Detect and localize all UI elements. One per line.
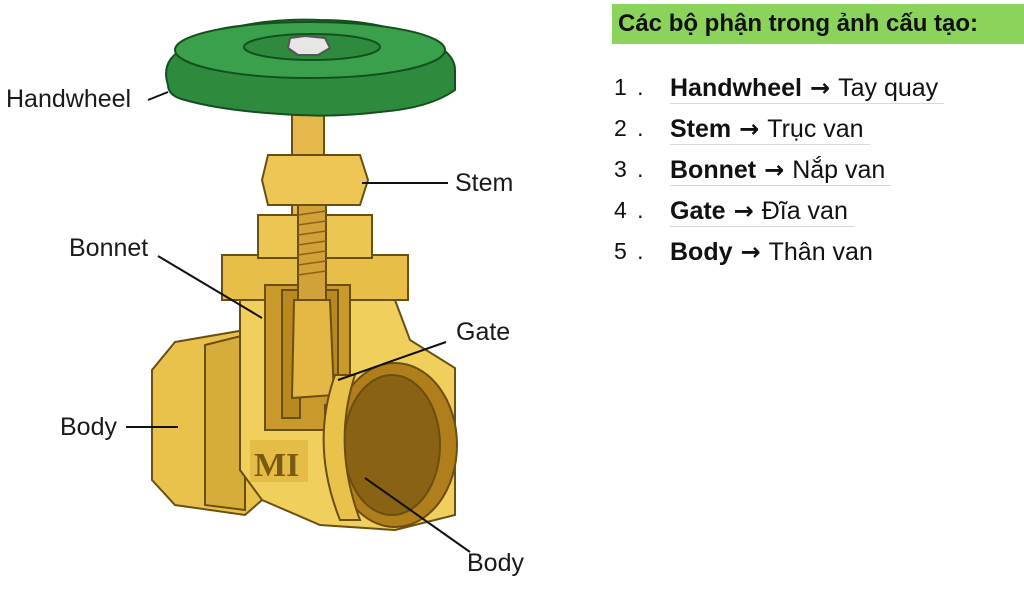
part-term: Handwheel→Tay quay xyxy=(670,74,945,104)
part-number: 1 . xyxy=(614,74,646,100)
part-number: 4 . xyxy=(614,197,646,223)
part-item-body: 5 . Body→Thân van xyxy=(612,238,1024,274)
part-item-stem: 2 . Stem→Trục van xyxy=(612,115,1024,151)
part-translation: Trục van xyxy=(767,115,864,143)
part-number: 2 . xyxy=(614,115,646,141)
part-translation: Nắp van xyxy=(792,156,886,184)
part-translation: Tay quay xyxy=(838,74,939,102)
callout-body-left: Body xyxy=(60,413,117,441)
part-item-bonnet: 3 . Bonnet→Nắp van xyxy=(612,156,1024,192)
arrow-right-icon: → xyxy=(740,238,761,266)
gate-valve-diagram: MI Handwheel Stem Bonnet Gate Body Body xyxy=(6,18,524,577)
part-term: Gate→Đĩa van xyxy=(670,197,854,227)
callout-lines xyxy=(126,91,471,553)
handwheel xyxy=(165,18,456,117)
arrow-right-icon: → xyxy=(764,156,785,184)
arrow-right-icon: → xyxy=(733,197,754,225)
part-term: Stem→Trục van xyxy=(670,115,870,145)
callout-stem: Stem xyxy=(455,169,513,197)
part-term: Body→Thân van xyxy=(670,238,873,266)
body-marking: MI xyxy=(254,447,299,484)
parts-panel: Các bộ phận trong ảnh cấu tạo: 1 . Handw… xyxy=(612,0,1024,300)
callout-handwheel: Handwheel xyxy=(6,85,131,113)
part-translation: Thân van xyxy=(768,238,873,266)
arrow-right-icon: → xyxy=(809,74,831,102)
callout-bonnet: Bonnet xyxy=(69,234,148,262)
callout-body-bottom: Body xyxy=(467,549,524,577)
part-item-gate: 4 . Gate→Đĩa van xyxy=(612,197,1024,233)
callout-gate: Gate xyxy=(456,318,510,346)
part-item-handwheel: 1 . Handwheel→Tay quay xyxy=(612,74,1024,110)
part-number: 3 . xyxy=(614,156,646,182)
part-term: Bonnet→Nắp van xyxy=(670,156,892,186)
panel-title: Các bộ phận trong ảnh cấu tạo: xyxy=(612,4,1024,44)
part-number: 5 . xyxy=(614,238,646,264)
arrow-right-icon: → xyxy=(739,115,760,143)
valve-stem xyxy=(260,104,370,301)
part-translation: Đĩa van xyxy=(761,197,848,225)
